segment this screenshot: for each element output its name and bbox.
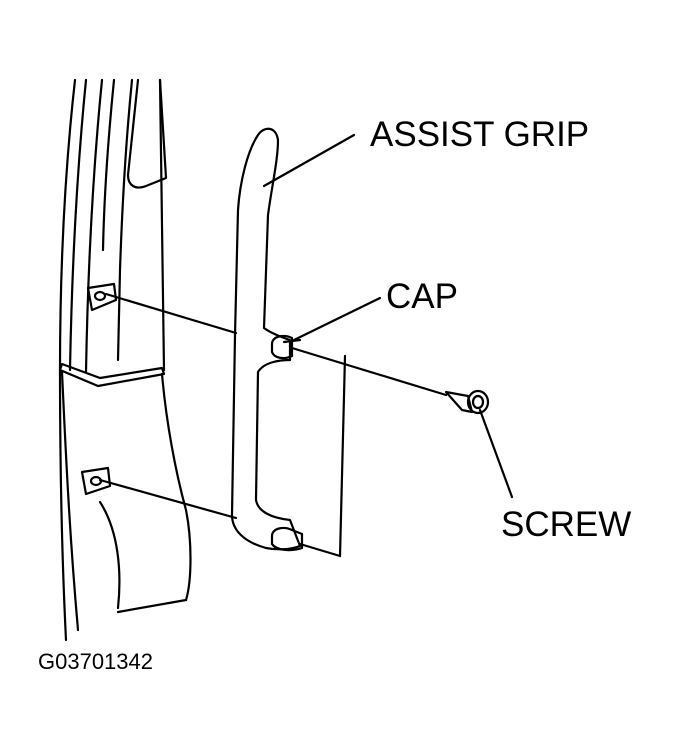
pillar-window-opening [126, 78, 168, 189]
assist-grip-label: ASSIST GRIP [370, 115, 590, 154]
pillar-outer-line-2 [68, 78, 88, 372]
pillar-trim [58, 78, 192, 642]
pillar-outer-line-3 [84, 78, 104, 374]
pillar-right-edge [158, 78, 166, 372]
cap-lower [270, 526, 304, 552]
alignment-line-screw [290, 346, 448, 397]
screw-part [444, 389, 490, 415]
alignment-lines [98, 292, 448, 558]
screw-label: SCREW [501, 505, 632, 544]
lower-trim-contour [98, 500, 121, 610]
assist-grip-bracket-line [338, 354, 347, 558]
lower-trim-left-edge [60, 370, 80, 632]
alignment-line-lower-hole [98, 478, 238, 520]
alignment-line-lower-cap [298, 542, 342, 558]
leader-assist-grip [262, 133, 356, 188]
mounting-hole-upper [86, 282, 118, 312]
cap-label: CAP [386, 277, 458, 316]
leader-screw [478, 408, 514, 499]
leader-lines [262, 133, 514, 499]
lower-trim-right-edge [160, 372, 192, 602]
pillar-inner-edge [116, 78, 134, 362]
assist-grip-handle [230, 127, 347, 558]
leader-cap [292, 296, 382, 342]
pillar-outer-line-4 [101, 78, 116, 252]
cap-upper [270, 334, 302, 360]
lower-trim-top-fold [58, 362, 166, 388]
assist-grip-outer [230, 127, 302, 551]
figure-code: G03701342 [38, 649, 153, 674]
lower-trim-bottom [116, 598, 188, 614]
alignment-line-upper-hole [104, 292, 238, 335]
